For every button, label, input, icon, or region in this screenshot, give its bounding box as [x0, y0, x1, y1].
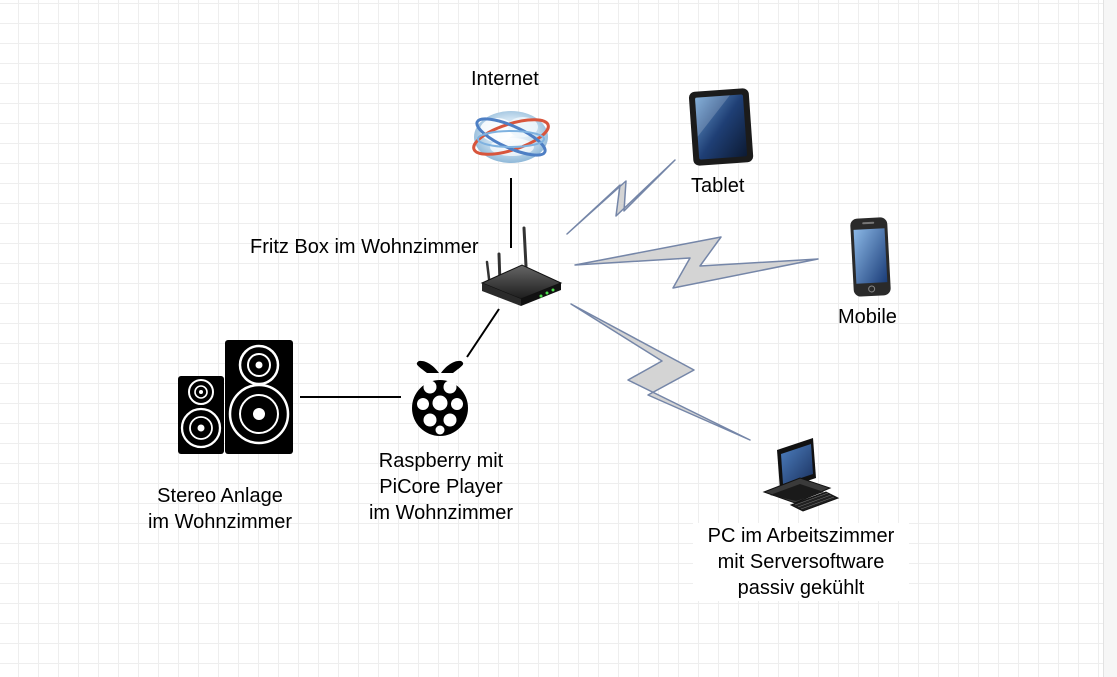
- label-line: Raspberry mit: [378, 450, 504, 472]
- link-router-raspberry: [466, 308, 500, 358]
- node-label-internet: Internet: [471, 68, 539, 90]
- scrollbar-gutter[interactable]: [1103, 0, 1117, 677]
- router-icon: [480, 226, 563, 306]
- node-label-pc: PC im Arbeitszimmer mit Serversoftware p…: [693, 523, 909, 601]
- globe-cloud-icon: [472, 111, 550, 163]
- label-line: passiv gekühlt: [737, 577, 865, 599]
- label-line: mit Serversoftware: [717, 551, 885, 573]
- label-line: PC im Arbeitszimmer: [707, 525, 895, 547]
- wireless-link-mobile: [574, 236, 819, 289]
- label-line: im Wohnzimmer: [147, 511, 293, 533]
- label-line: im Wohnzimmer: [368, 502, 514, 524]
- raspberry-pi-icon: [412, 360, 468, 436]
- node-label-tablet: Tablet: [691, 175, 745, 197]
- desktop-computer-icon: [762, 438, 840, 512]
- wireless-link-pc: [570, 303, 751, 441]
- node-label-raspberry: Raspberry mit PiCore Player im Wohnzimme…: [353, 448, 529, 526]
- node-label-router: Fritz Box im Wohnzimmer: [250, 236, 479, 258]
- label-line: Stereo Anlage: [157, 485, 283, 507]
- speakers-icon: [178, 340, 293, 454]
- wireless-link-tablet: [566, 159, 676, 235]
- label-line: PiCore Player: [379, 476, 503, 498]
- smartphone-icon: [850, 217, 891, 297]
- tablet-icon: [688, 88, 754, 166]
- node-label-stereo: Stereo Anlage im Wohnzimmer: [134, 483, 306, 535]
- node-label-mobile: Mobile: [838, 306, 897, 328]
